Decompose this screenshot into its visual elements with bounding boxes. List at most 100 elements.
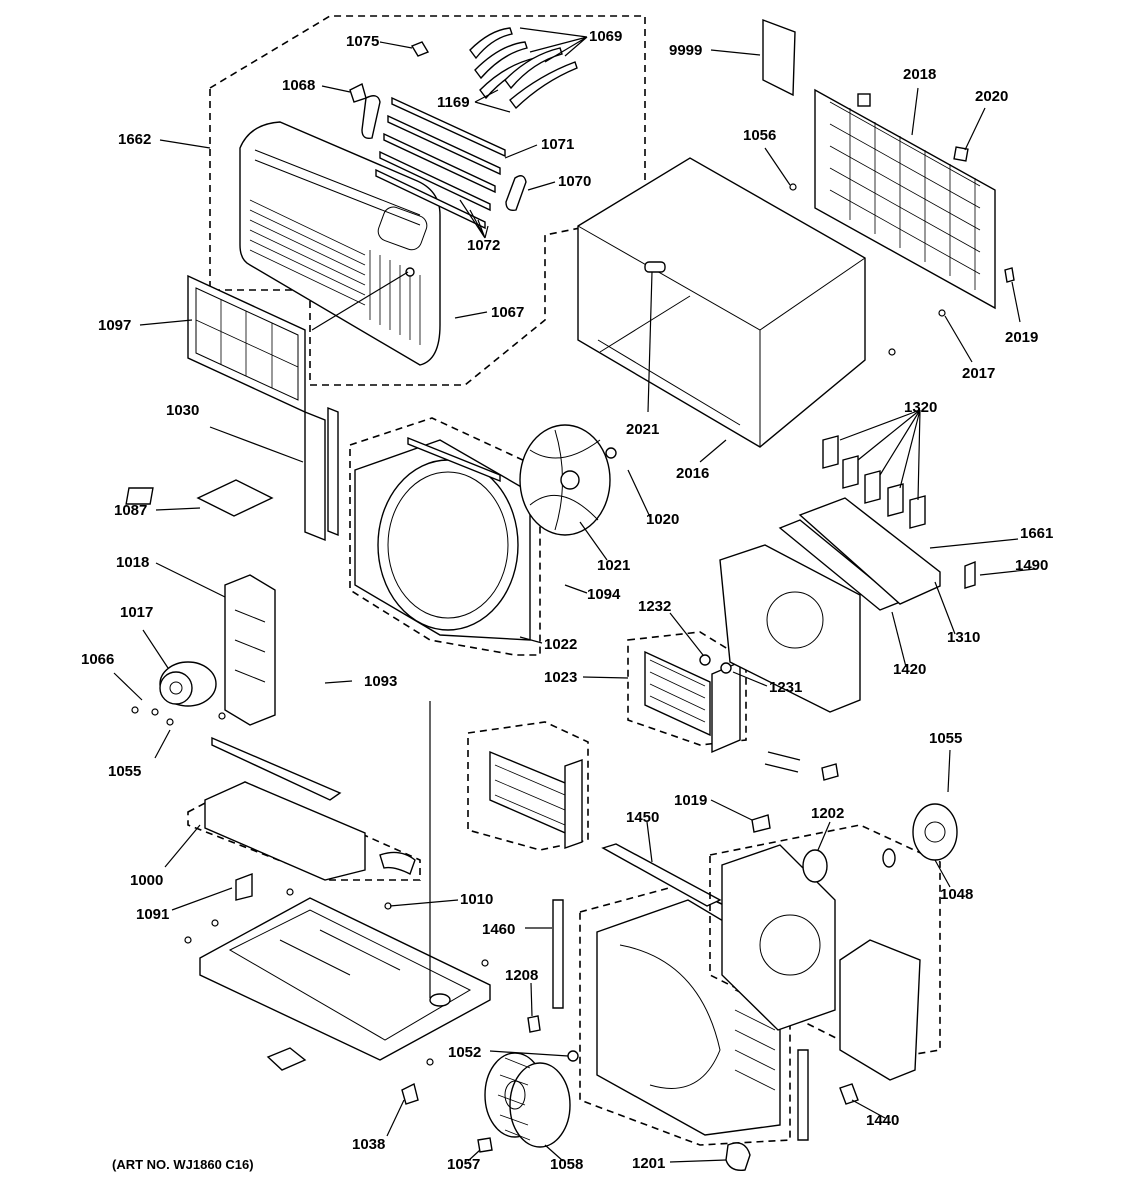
fan-shroud-group-boundary: [349, 417, 541, 656]
motor-mount-1018: [224, 574, 276, 726]
heater-element: [489, 750, 583, 849]
base-pan: [199, 897, 491, 1061]
thermistor-wires: [764, 751, 801, 773]
louver-pivot-right: [505, 175, 527, 212]
clip-1208: [527, 1015, 541, 1033]
front-grille-group-boundary: [209, 15, 646, 386]
label-1010: 1010: [460, 891, 494, 908]
outer-cabinet: [577, 157, 866, 448]
screw-2019: [1004, 267, 1015, 283]
label-2021: 2021: [626, 421, 660, 438]
mounting-bracket-1030: [304, 406, 339, 542]
drain-clip: [379, 851, 416, 875]
switch-1019: [751, 814, 771, 833]
label-1018: 1018: [116, 554, 150, 571]
orifice-panel: [721, 844, 836, 1031]
clip-1075: [410, 41, 430, 57]
partition-panel: [719, 544, 861, 713]
louver-set: [375, 96, 506, 230]
label-1169: 1169: [437, 94, 470, 111]
label-1087: 1087: [114, 502, 148, 519]
label-1661: 1661: [1020, 525, 1054, 542]
hub-nut-1057: [477, 1137, 493, 1153]
label-1052: 1052: [448, 1044, 482, 1061]
connector: [821, 763, 839, 781]
coil-group-boundary: [627, 631, 747, 746]
bracket-1201: [725, 1142, 751, 1171]
label-2017: 2017: [962, 365, 996, 382]
label-1048: 1048: [940, 886, 974, 903]
label-1097: 1097: [98, 317, 132, 334]
fitting-1231: [720, 662, 732, 674]
screws-base: [184, 888, 489, 1066]
label-1055-left: 1055: [108, 763, 142, 780]
label-1038: 1038: [352, 1136, 386, 1153]
label-1056: 1056: [743, 127, 777, 144]
insulation-panel: [839, 939, 921, 1081]
art-number: (ART NO. WJ1860 C16): [112, 1157, 254, 1172]
label-1000: 1000: [130, 872, 164, 889]
seal-1460: [552, 899, 564, 1009]
label-1231: 1231: [769, 679, 803, 696]
label-1030: 1030: [166, 402, 200, 419]
clip-1490: [964, 560, 976, 589]
label-1072: 1072: [467, 237, 501, 254]
clip-1068: [349, 82, 367, 103]
label-1662: 1662: [118, 131, 152, 148]
label-1068: 1068: [282, 77, 316, 94]
capacitor-1202: [802, 849, 828, 883]
rear-grille: [814, 88, 996, 310]
seal-right: [797, 1049, 809, 1141]
label-1055-right: 1055: [929, 730, 963, 747]
fan-motor-1017: [159, 661, 217, 707]
label-1420: 1420: [893, 661, 927, 678]
instruction-document: [762, 18, 796, 97]
label-1021: 1021: [597, 557, 631, 574]
label-1320: 1320: [904, 399, 938, 416]
label-1022: 1022: [544, 636, 578, 653]
label-1019: 1019: [674, 792, 708, 809]
label-1070: 1070: [558, 173, 592, 190]
grille-clip-top: [857, 93, 871, 107]
label-1069: 1069: [589, 28, 623, 45]
label-1067: 1067: [491, 304, 525, 321]
label-1023: 1023: [544, 669, 578, 686]
evaporator-coil: [644, 650, 741, 754]
fan-shroud: [354, 436, 531, 641]
label-1075: 1075: [346, 33, 380, 50]
rail-1450: [601, 843, 722, 907]
blower-motor-1048: [912, 803, 958, 861]
screw-2017: [938, 309, 946, 317]
label-1094: 1094: [587, 586, 621, 603]
leader-lines: [113, 27, 1036, 1163]
drain-plug-1038: [401, 1082, 419, 1105]
label-1066: 1066: [81, 651, 115, 668]
label-1310: 1310: [947, 629, 981, 646]
label-1440: 1440: [866, 1112, 900, 1129]
label-1017: 1017: [120, 604, 154, 621]
label-2018: 2018: [903, 66, 937, 83]
label-9999: 9999: [669, 42, 703, 59]
label-2020: 2020: [975, 88, 1009, 105]
label-2016: 2016: [676, 465, 710, 482]
bracket-1310: [798, 497, 941, 605]
label-1201: 1201: [632, 1155, 666, 1172]
label-1071: 1071: [541, 136, 575, 153]
insulation-clips-1320: [822, 435, 926, 529]
label-1093: 1093: [364, 673, 398, 690]
screw-1056: [789, 183, 797, 191]
louver-pivot-left: [361, 95, 381, 140]
blower-wheel: [484, 1052, 571, 1148]
label-1020: 1020: [646, 511, 680, 528]
label-1450: 1450: [626, 809, 660, 826]
screw-cabinet: [888, 348, 896, 356]
drain-tray-top: [211, 736, 342, 801]
air-filter: [187, 274, 306, 414]
label-1091: 1091: [136, 906, 170, 923]
label-1232: 1232: [638, 598, 672, 615]
fitting-1232: [699, 654, 711, 666]
grommet-1052: [567, 1050, 579, 1062]
grille-clip-2020: [953, 146, 969, 162]
condenser-fan-blade: [519, 424, 611, 536]
